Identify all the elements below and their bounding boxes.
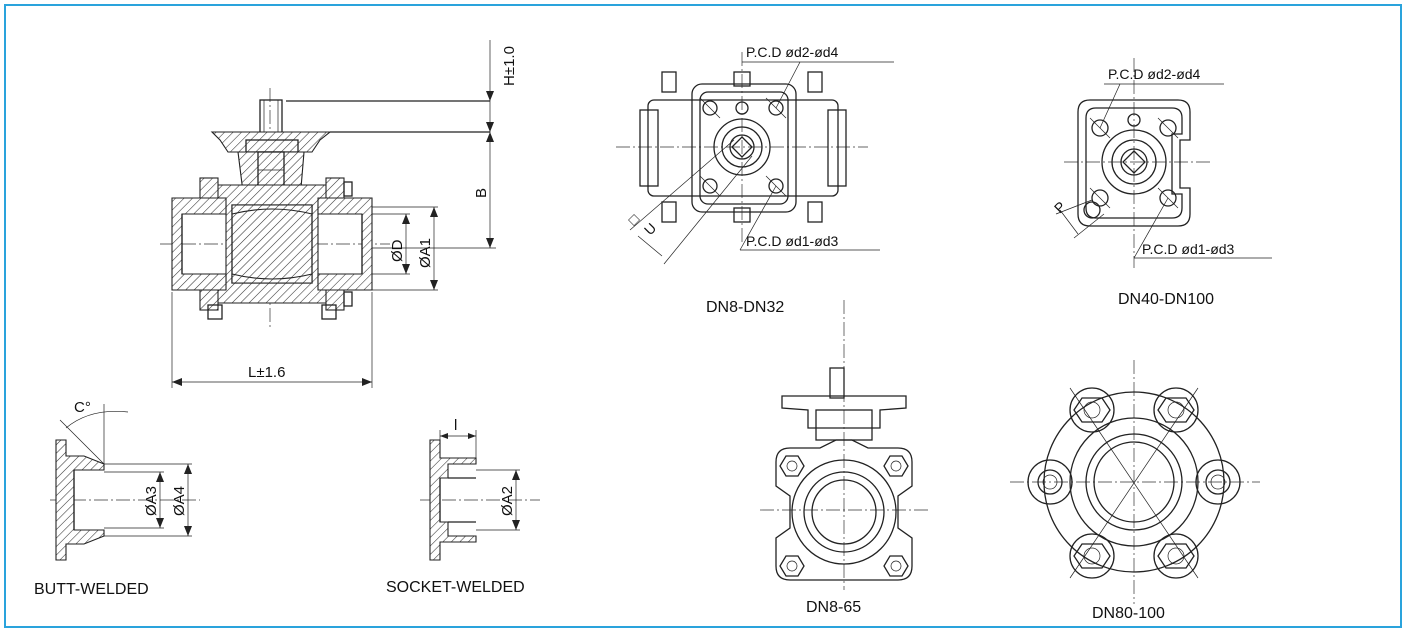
front-view-small: DN8-65 [760,300,930,616]
caption-dn8-dn32: DN8-DN32 [706,299,784,316]
pcd-bottom-label-large: P.C.D ød1-ød3 [1142,241,1235,257]
pcd-top-label-small: P.C.D ød2-ød4 [746,44,839,60]
dim-od-label: ØD [389,239,406,262]
dim-h-label: H±1.0 [501,46,518,86]
front-view-large: DN80-100 [1010,360,1260,622]
caption-dn80-100: DN80-100 [1092,605,1165,622]
dim-oa2-label: ØA2 [499,486,516,516]
caption-butt-welded: BUTT-WELDED [34,581,149,598]
top-view-large: P.C.D ød2-ød4 P.C.D ød1-ød3 P DN40-DN100 [1051,58,1272,308]
butt-welded-detail: ØA3 ØA4 C° BUTT-WELDED [34,399,200,598]
dim-oa1-label: ØA1 [417,238,434,268]
dim-u-label: U [641,220,659,238]
dim-l-label: L±1.6 [248,364,285,381]
dim-oa3-label: ØA3 [143,486,160,516]
top-view-small: P.C.D ød2-ød4 P.C.D ød1-ød3 □ U DN8-DN32 [616,44,894,316]
socket-welded-detail: ØA2 l SOCKET-WELDED [386,417,540,596]
angle-c-label: C° [74,399,91,416]
dim-p-label: P [1051,198,1069,216]
drawing-frame [4,4,1402,628]
dim-l-small-label: l [454,417,457,434]
caption-dn40-dn100: DN40-DN100 [1118,291,1214,308]
main-section-view: H±1.0 B ØD ØA1 L±1.6 [160,40,518,388]
pcd-top-label-large: P.C.D ød2-ød4 [1108,66,1201,82]
square-symbol: □ [625,210,643,228]
pcd-bottom-label-small: P.C.D ød1-ød3 [746,233,839,249]
caption-socket-welded: SOCKET-WELDED [386,579,525,596]
dim-b-label: B [473,188,490,198]
dim-oa4-label: ØA4 [171,486,188,516]
caption-dn8-65: DN8-65 [806,599,861,616]
